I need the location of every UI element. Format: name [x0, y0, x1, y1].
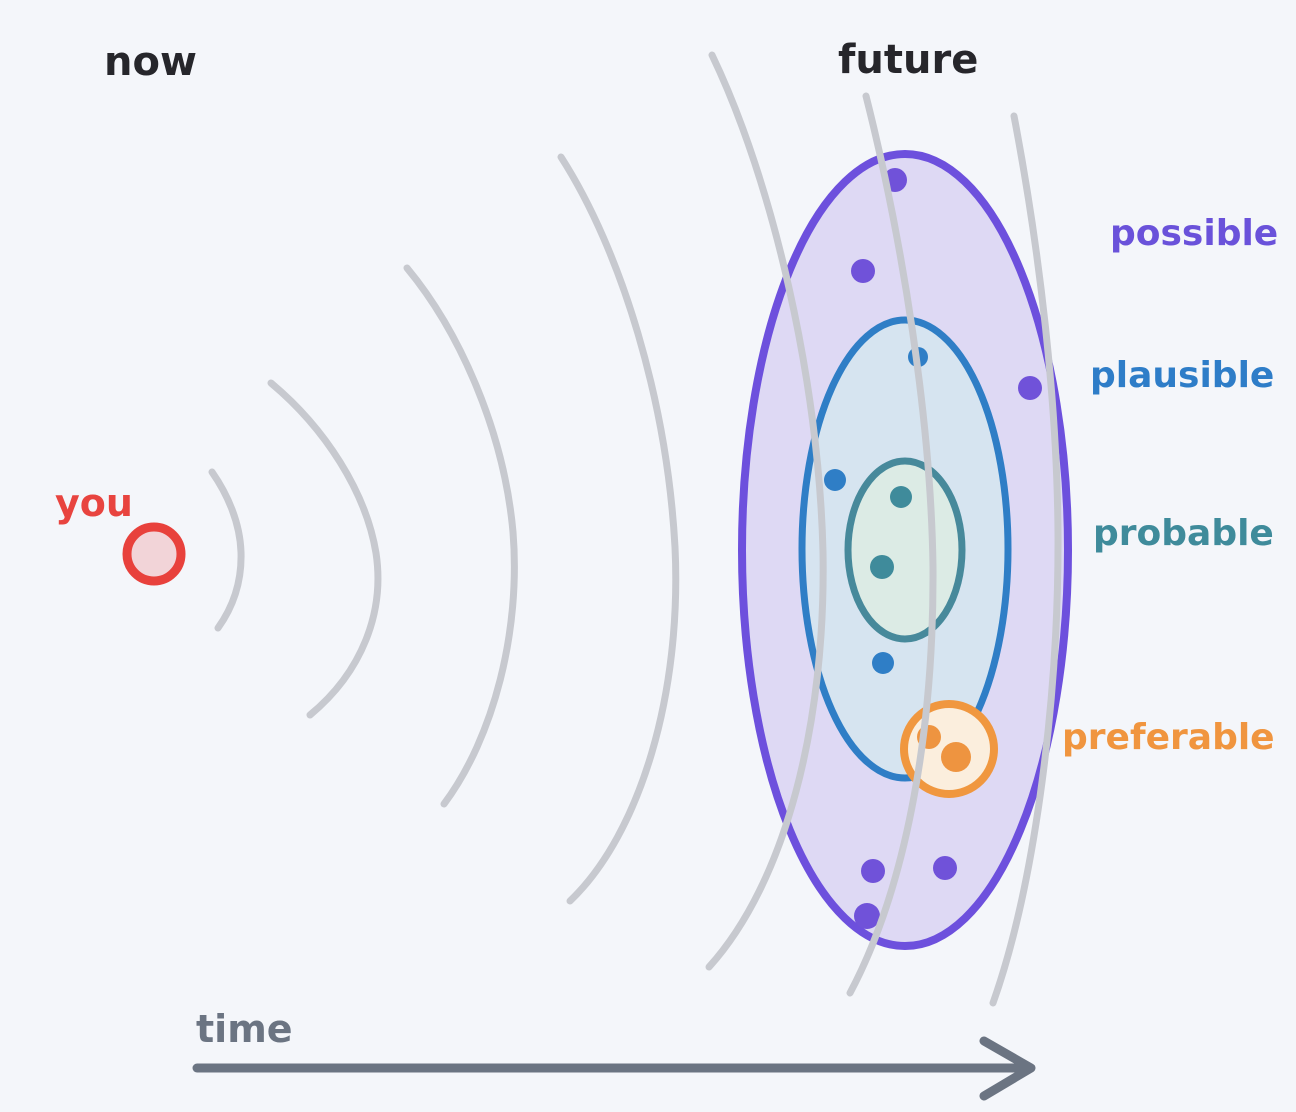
wave-arc-1: [208, 468, 245, 632]
label-probable: probable: [1093, 513, 1274, 554]
wave-arc-4: [557, 153, 680, 905]
possible-dot: [851, 259, 875, 283]
plausible-dot: [872, 652, 894, 674]
wave-arc-3: [403, 264, 518, 808]
possible-dot: [1018, 376, 1042, 400]
plausible-dots: [824, 347, 928, 674]
wave-arc-5: [705, 51, 827, 971]
time-arrowhead-icon: [979, 1036, 1036, 1101]
preferable-dot: [941, 742, 971, 772]
label-preferable: preferable: [1062, 717, 1275, 758]
probable-dot: [890, 486, 912, 508]
wave-arc-7: [989, 112, 1062, 1007]
plausible-dot: [824, 469, 846, 491]
label-possible: possible: [1110, 213, 1279, 254]
wave-arcs: [208, 51, 1062, 1007]
label-now: now: [104, 39, 197, 85]
label-time: time: [196, 1007, 293, 1051]
you-marker: [122, 522, 186, 586]
probable-dots: [870, 486, 912, 579]
label-plausible: plausible: [1090, 355, 1275, 396]
time-arrow: [192, 1036, 1036, 1101]
possible-dot: [861, 859, 885, 883]
probable-dot: [870, 555, 894, 579]
possible-dot: [933, 856, 957, 880]
wave-arc-6: [846, 92, 937, 997]
label-future: future: [838, 37, 979, 83]
possible-dot: [854, 903, 880, 929]
wave-arc-2: [267, 379, 382, 719]
label-you: you: [55, 481, 133, 525]
